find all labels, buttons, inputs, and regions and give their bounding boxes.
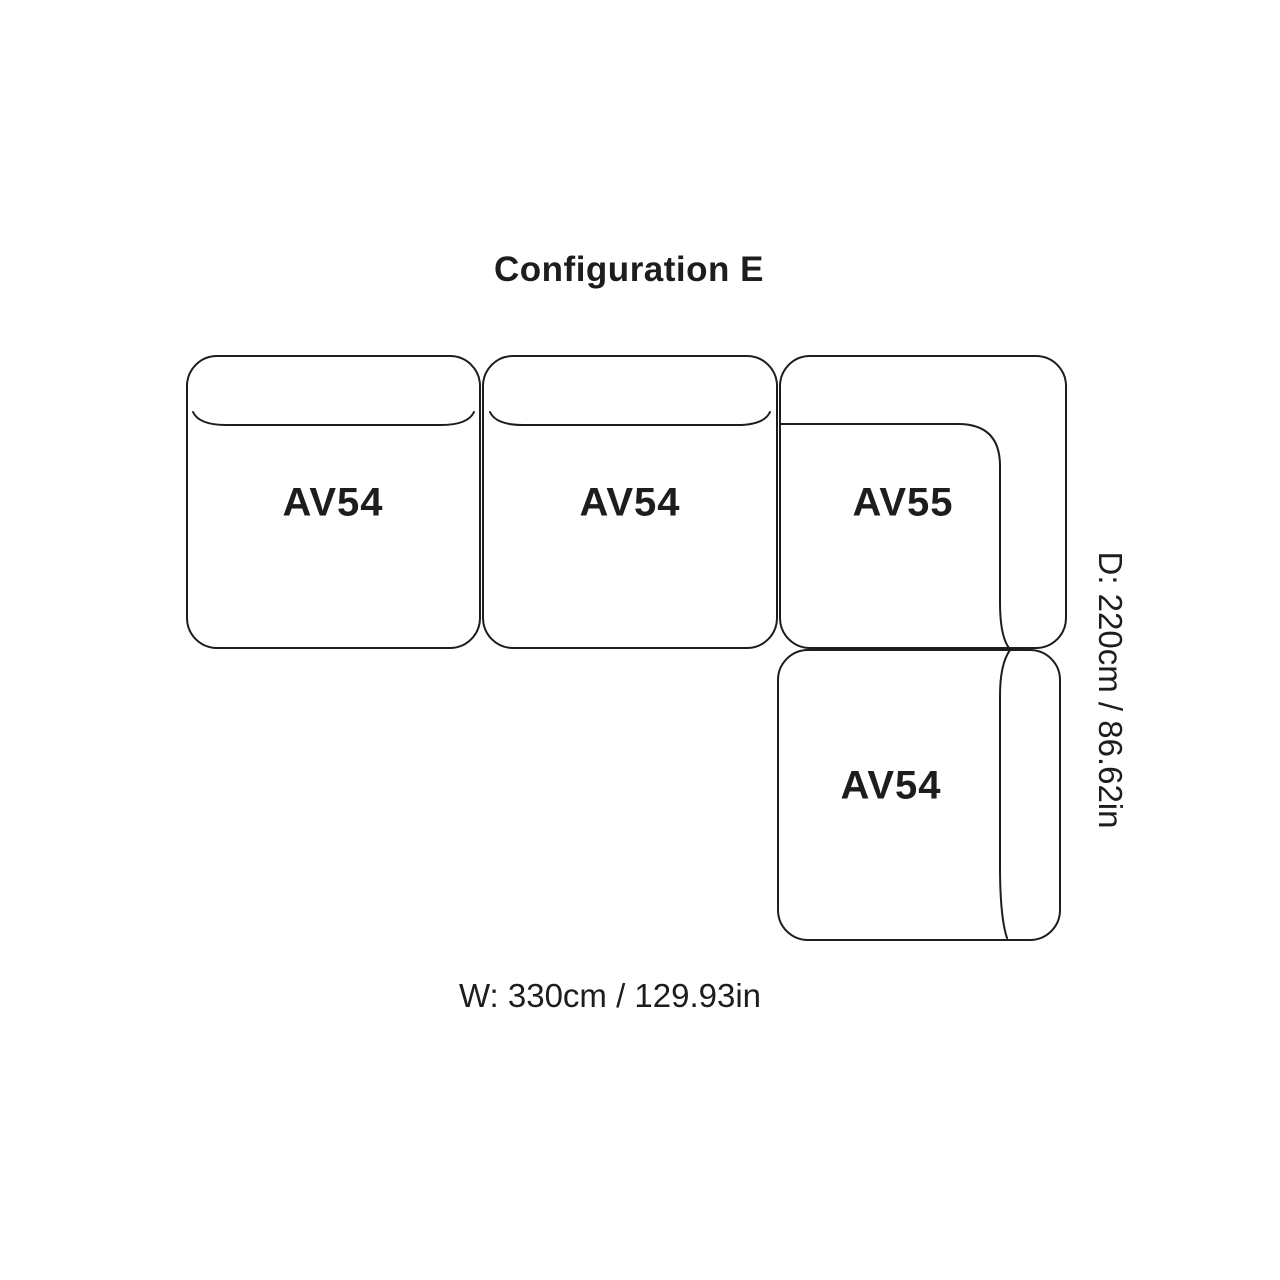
module-3-label: AV55 xyxy=(852,480,954,525)
module-1-cushion-line xyxy=(192,411,475,426)
module-4-cushion-line xyxy=(999,649,1011,939)
module-3-cushion-line xyxy=(779,423,1010,649)
module-1-label: AV54 xyxy=(282,480,384,525)
diagram-title: Configuration E xyxy=(494,250,764,289)
depth-dimension-label: D: 220cm / 86.62in xyxy=(1092,551,1129,829)
module-2-cushion-line xyxy=(489,411,771,426)
module-4-outline xyxy=(777,649,1061,941)
width-dimension-label: W: 330cm / 129.93in xyxy=(458,977,762,1014)
module-1-outline xyxy=(186,355,481,649)
module-4-label: AV54 xyxy=(840,763,942,808)
module-2-label: AV54 xyxy=(579,480,681,525)
module-3-outline xyxy=(779,355,1067,649)
module-2-outline xyxy=(482,355,778,649)
